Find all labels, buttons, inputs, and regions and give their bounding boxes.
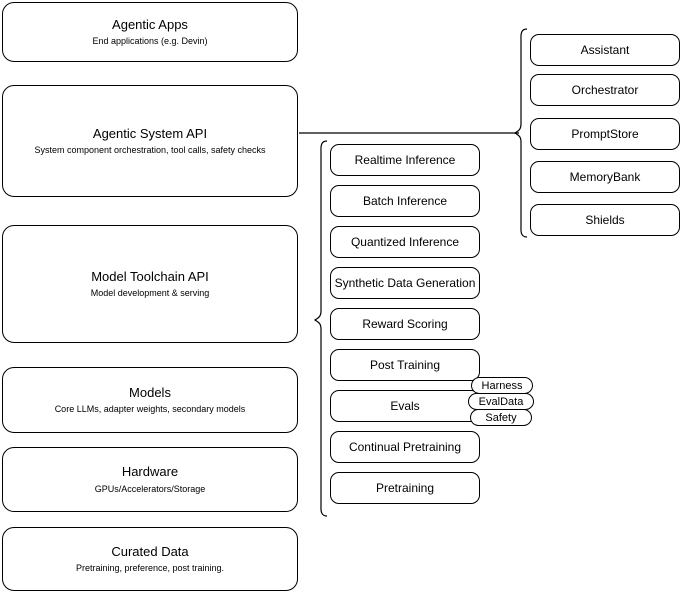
layer-subtitle: Model development & serving xyxy=(90,288,210,298)
toolchain-item-batch-inference[interactable]: Batch Inference xyxy=(330,185,480,217)
layer-subtitle: GPUs/Accelerators/Storage xyxy=(94,483,206,494)
evals-subcomponent-label: Safety xyxy=(485,411,517,424)
toolchain-item-quantized-inference[interactable]: Quantized Inference xyxy=(330,226,480,258)
layer-title: Agentic Apps xyxy=(112,16,188,32)
evals-subcomponent-evaldata[interactable]: EvalData xyxy=(468,393,534,410)
agentic-component-label: Shields xyxy=(585,212,625,227)
layer-title: Curated Data xyxy=(111,543,189,559)
toolchain-item-label: Pretraining xyxy=(375,480,435,495)
toolchain-item-evals[interactable]: Evals xyxy=(330,390,480,422)
toolchain-item-label: Evals xyxy=(390,398,420,413)
layer-agentic-system-api[interactable]: Agentic System API System component orch… xyxy=(2,85,298,197)
toolchain-item-pretraining[interactable]: Pretraining xyxy=(330,472,480,504)
layer-title: Models xyxy=(129,384,171,400)
layer-agentic-apps[interactable]: Agentic Apps End applications (e.g. Devi… xyxy=(2,2,298,62)
toolchain-item-realtime-inference[interactable]: Realtime Inference xyxy=(330,144,480,176)
toolchain-item-reward-scoring[interactable]: Reward Scoring xyxy=(330,308,480,340)
brace-agentic-system-components xyxy=(513,28,528,238)
agentic-component-label: MemoryBank xyxy=(569,169,641,184)
toolchain-item-post-training[interactable]: Post Training xyxy=(330,349,480,381)
layer-curated-data[interactable]: Curated Data Pretraining, preference, po… xyxy=(2,527,298,591)
agentic-component-orchestrator[interactable]: Orchestrator xyxy=(530,74,680,106)
agentic-component-label: Orchestrator xyxy=(571,82,639,97)
toolchain-item-label: Continual Pretraining xyxy=(348,439,462,454)
agentic-component-label: PromptStore xyxy=(571,126,639,141)
toolchain-item-label: Realtime Inference xyxy=(354,152,456,167)
evals-subcomponent-harness[interactable]: Harness xyxy=(471,377,533,394)
toolchain-item-continual-pretraining[interactable]: Continual Pretraining xyxy=(330,431,480,463)
brace-toolchain-components xyxy=(313,140,328,517)
layer-hardware[interactable]: Hardware GPUs/Accelerators/Storage xyxy=(2,447,298,512)
agentic-component-label: Assistant xyxy=(580,42,630,57)
agentic-component-memorybank[interactable]: MemoryBank xyxy=(530,161,680,193)
layer-title: Agentic System API xyxy=(92,125,208,141)
layer-subtitle: End applications (e.g. Devin) xyxy=(92,36,208,46)
layer-models[interactable]: Models Core LLMs, adapter weights, secon… xyxy=(2,367,298,433)
evals-subcomponent-label: Harness xyxy=(481,379,523,392)
toolchain-item-label: Batch Inference xyxy=(362,193,448,208)
toolchain-item-label: Post Training xyxy=(369,357,441,372)
agentic-component-assistant[interactable]: Assistant xyxy=(530,34,680,66)
layer-subtitle: Core LLMs, adapter weights, secondary mo… xyxy=(54,404,246,414)
evals-subcomponent-label: EvalData xyxy=(478,395,524,408)
layer-subtitle: System component orchestration, tool cal… xyxy=(34,145,266,155)
layer-model-toolchain-api[interactable]: Model Toolchain API Model development & … xyxy=(2,225,298,343)
toolchain-item-label: Synthetic Data Generation xyxy=(334,275,476,290)
evals-subcomponent-safety[interactable]: Safety xyxy=(470,409,532,426)
agentic-component-shields[interactable]: Shields xyxy=(530,204,680,236)
layer-title: Hardware xyxy=(121,464,179,480)
toolchain-item-label: Quantized Inference xyxy=(350,234,460,249)
agentic-component-promptstore[interactable]: PromptStore xyxy=(530,118,680,150)
layer-subtitle: Pretraining, preference, post training. xyxy=(75,563,225,573)
toolchain-item-synthetic-data-generation[interactable]: Synthetic Data Generation xyxy=(330,267,480,299)
layer-title: Model Toolchain API xyxy=(91,268,209,284)
toolchain-item-label: Reward Scoring xyxy=(362,316,448,331)
